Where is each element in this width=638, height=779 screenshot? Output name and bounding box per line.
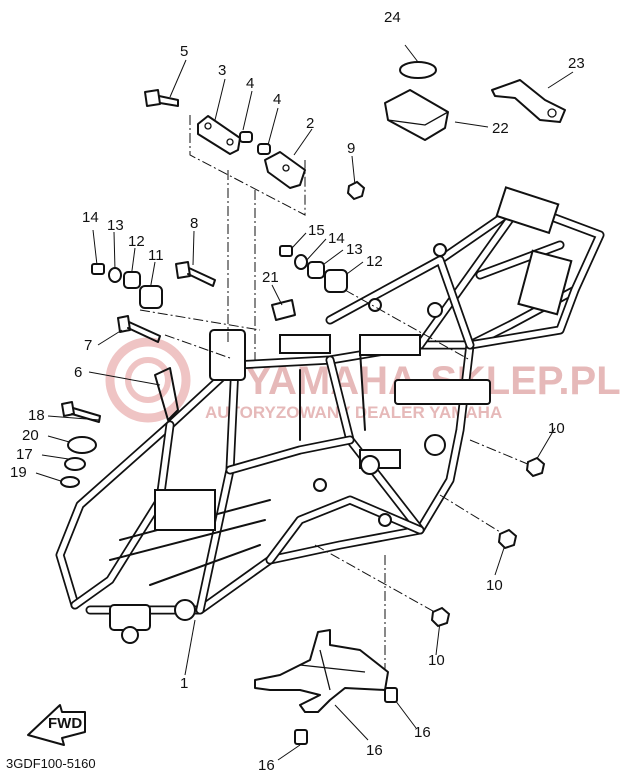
part-17-collar bbox=[64, 457, 86, 471]
callout-19: 19 bbox=[10, 464, 27, 481]
callout-6: 6 bbox=[74, 364, 82, 381]
callout-18: 18 bbox=[28, 407, 45, 424]
callout-4-a: 4 bbox=[246, 75, 254, 92]
callout-14-left: 14 bbox=[82, 209, 99, 226]
part-7-bolt bbox=[117, 315, 161, 343]
callout-12-left: 12 bbox=[128, 233, 145, 250]
part-10-nut-top bbox=[525, 456, 546, 478]
part-6-bracket bbox=[154, 367, 179, 421]
part-5-bolt bbox=[144, 89, 179, 107]
part-22-pad bbox=[384, 89, 449, 141]
part-16-bolt-left bbox=[294, 729, 308, 745]
part-24-cap bbox=[399, 61, 437, 79]
part-8-bolt bbox=[175, 261, 216, 287]
part-10-nut-low bbox=[430, 606, 451, 628]
part-10-nut-mid bbox=[497, 528, 518, 550]
part-15-skid-plate bbox=[254, 629, 389, 713]
part-13-washer-right bbox=[294, 254, 308, 270]
callout-3: 3 bbox=[218, 62, 226, 79]
callout-10-top: 10 bbox=[548, 420, 565, 437]
callout-1: 1 bbox=[180, 675, 188, 692]
callout-13-right: 14 bbox=[328, 230, 345, 247]
callout-2: 2 bbox=[306, 115, 314, 132]
part-23-strap bbox=[491, 79, 566, 123]
part-21-plate bbox=[271, 299, 296, 321]
fwd-label: FWD bbox=[48, 715, 82, 732]
callout-4-b: 4 bbox=[273, 91, 281, 108]
callout-17: 17 bbox=[16, 446, 33, 463]
part-14-bolt-left bbox=[91, 263, 105, 275]
callout-9: 9 bbox=[347, 140, 355, 157]
callout-11-right: 12 bbox=[366, 253, 383, 270]
fwd-arrow-icon: FWD bbox=[27, 704, 86, 746]
callout-5: 5 bbox=[180, 43, 188, 60]
callout-24: 24 bbox=[384, 9, 401, 26]
callout-11-left: 11 bbox=[148, 247, 164, 264]
part-4-bushing-b bbox=[257, 143, 271, 155]
callout-13-left: 13 bbox=[107, 217, 124, 234]
part-18-bolt bbox=[61, 401, 101, 423]
part-3-bracket bbox=[197, 115, 241, 155]
callout-12-right: 13 bbox=[346, 241, 363, 258]
callout-8: 8 bbox=[190, 215, 198, 232]
callout-16-right: 16 bbox=[414, 724, 431, 741]
leader-lines bbox=[35, 44, 574, 761]
part-19-washer bbox=[60, 476, 80, 488]
callout-14-right: 15 bbox=[308, 222, 325, 239]
part-11-damper-left bbox=[139, 285, 163, 309]
part-12-collar-right bbox=[307, 261, 325, 279]
part-16-bolt-right bbox=[384, 687, 398, 703]
part-4-bushing-a bbox=[239, 131, 253, 143]
callout-labels: 24 23 22 5 3 4 4 2 9 14 13 12 11 8 15 14… bbox=[10, 9, 585, 774]
callout-10-mid: 10 bbox=[486, 577, 503, 594]
part-13-washer-left bbox=[108, 267, 122, 283]
part-9-nut bbox=[346, 180, 366, 201]
callout-15: 16 bbox=[366, 742, 383, 759]
frame-assembly bbox=[55, 186, 605, 644]
watermark-sub: AUTORYZOWANY DEALER YAMAHA bbox=[205, 403, 502, 422]
part-20-damper bbox=[67, 436, 97, 454]
callout-20: 20 bbox=[22, 427, 39, 444]
part-2-bracket bbox=[264, 151, 306, 189]
callout-7: 7 bbox=[84, 337, 92, 354]
callout-23: 23 bbox=[568, 55, 585, 72]
diagram-code: 3GDF100-5160 bbox=[6, 756, 96, 771]
part-12-collar-left bbox=[123, 271, 141, 289]
part-11-damper-right bbox=[324, 269, 348, 293]
part-14-bolt-right bbox=[279, 245, 293, 257]
callout-22: 22 bbox=[492, 120, 509, 137]
callout-10-low: 10 bbox=[428, 652, 445, 669]
callout-16-left: 16 bbox=[258, 757, 275, 774]
callout-21: 21 bbox=[262, 269, 279, 286]
